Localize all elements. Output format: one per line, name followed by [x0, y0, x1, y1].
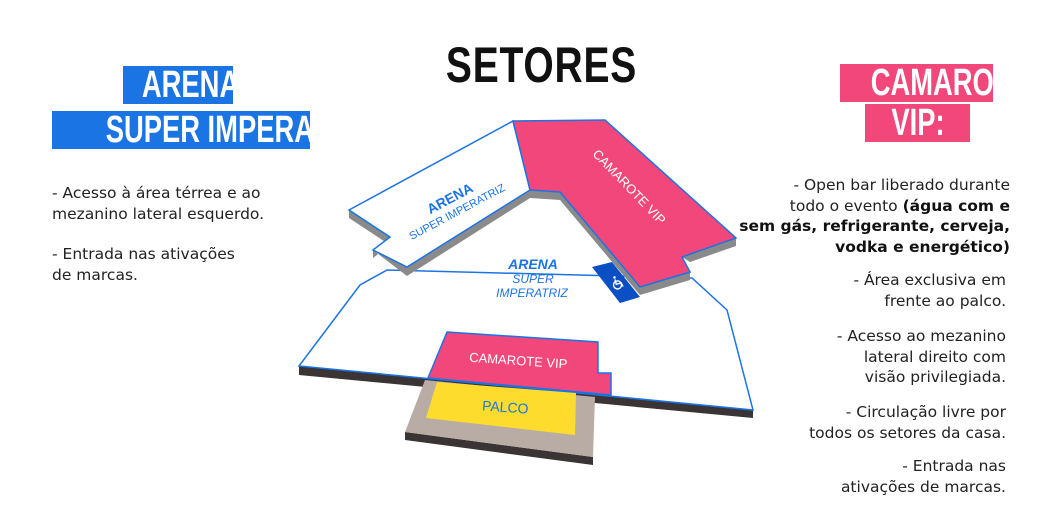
page-title: SETORES — [445, 37, 638, 93]
vip-bullet-1: - Open bar liberado durante todo o event… — [739, 176, 1010, 256]
floor-label-2: SUPER — [512, 272, 554, 286]
stage-label: PALCO — [482, 397, 530, 416]
stage — [426, 382, 576, 435]
lower-vip-label: CAMAROTE VIP — [469, 350, 568, 372]
arena-heading-line1: ARENA — [123, 66, 239, 104]
stage-base-side — [405, 432, 593, 465]
floor-label-3: IMPERATRIZ — [496, 286, 568, 300]
vip-heading-line2: VIP: — [865, 104, 970, 142]
wheelchair-icon — [612, 276, 624, 290]
vip-heading-line1: CAMAROTE — [840, 64, 1029, 102]
floor-label-1: ARENA — [507, 256, 558, 272]
upper-vip-wing — [512, 119, 738, 288]
upper-vip-side-right — [682, 238, 736, 262]
arena-heading-line2: SUPER IMPERATRIZ: — [52, 111, 382, 149]
lower-vip — [426, 331, 612, 396]
upper-vip-side — [530, 190, 690, 295]
